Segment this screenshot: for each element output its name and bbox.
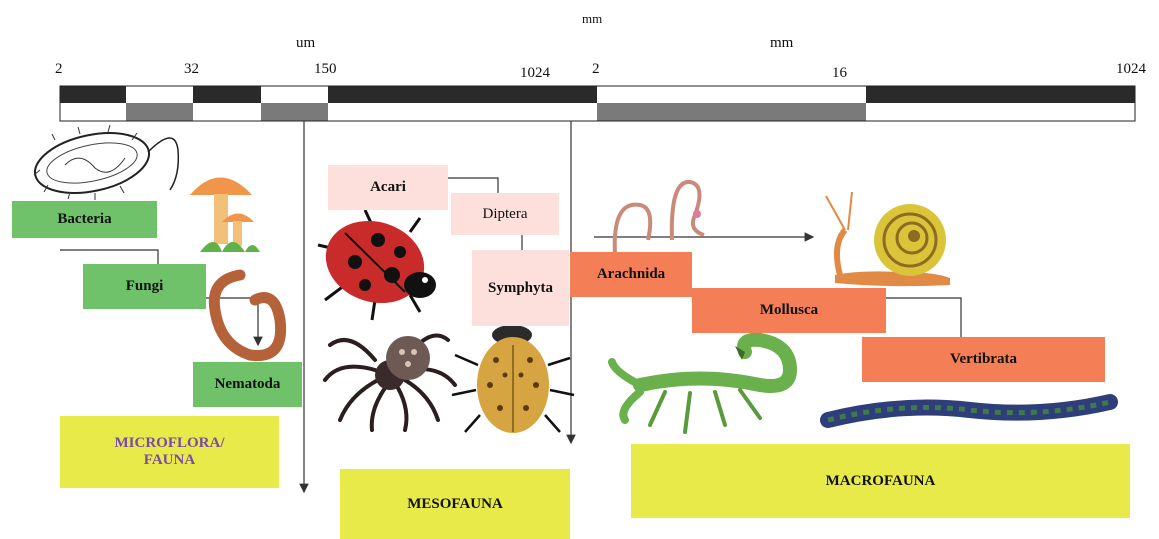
scorpion-icon bbox=[612, 340, 790, 432]
microflora-fauna-box: MICROFLORA/ FAUNA bbox=[60, 416, 279, 488]
bacterium-icon bbox=[29, 124, 178, 203]
centipede-icon bbox=[828, 402, 1110, 420]
acari-label: Acari bbox=[328, 165, 448, 210]
vertibrata-label: Vertibrata bbox=[862, 337, 1105, 382]
bacteria-label: Bacteria bbox=[12, 201, 157, 238]
diptera-label: Diptera bbox=[451, 193, 559, 235]
snail-icon bbox=[826, 192, 950, 286]
nematoda-label: Nematoda bbox=[193, 362, 302, 407]
mushroom-icon bbox=[190, 178, 260, 253]
mesofauna-box: MESOFAUNA bbox=[340, 469, 570, 539]
mollusca-label: Mollusca bbox=[692, 288, 886, 333]
worm-icon bbox=[214, 275, 280, 356]
arachnida-label: Arachnida bbox=[570, 252, 692, 297]
microflora-label-line2: FAUNA bbox=[144, 452, 195, 469]
macrofauna-box: MACROFAUNA bbox=[631, 444, 1130, 518]
earthworm-icon bbox=[615, 182, 704, 255]
microflora-label-line1: MICROFLORA/ bbox=[115, 435, 225, 452]
ladybug-icon bbox=[315, 209, 436, 320]
beetle-icon bbox=[452, 325, 574, 433]
symphyta-label: Symphyta bbox=[472, 250, 569, 326]
fungi-label: Fungi bbox=[83, 264, 206, 309]
spider-icon bbox=[325, 336, 455, 431]
